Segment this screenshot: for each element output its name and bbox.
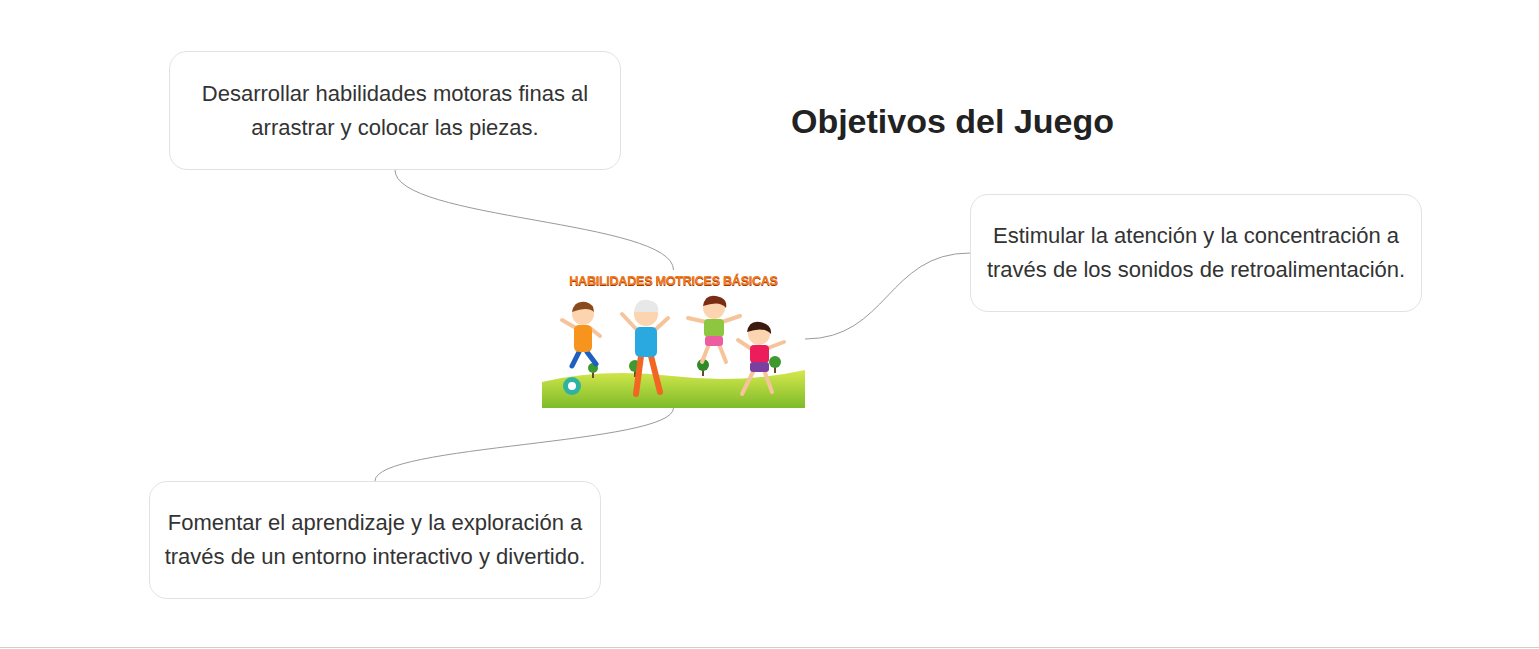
hair — [703, 296, 726, 308]
leg — [764, 370, 772, 392]
hair — [572, 302, 594, 312]
kid-green — [688, 296, 740, 362]
connector-curve — [395, 170, 674, 270]
shirt — [635, 327, 657, 357]
leg — [702, 344, 709, 362]
shorts — [705, 336, 723, 346]
cap — [634, 300, 658, 312]
kid-blue — [622, 300, 668, 394]
leg — [651, 356, 660, 392]
image-node: HABILIDADES MOTRICES BÁSICAS — [542, 270, 805, 408]
objective-text: Estimular la atención y la concentración… — [983, 219, 1409, 287]
hair — [747, 322, 771, 334]
arm — [768, 342, 784, 348]
connector-curve — [375, 408, 674, 481]
leg — [742, 370, 754, 394]
arm — [722, 316, 740, 322]
kid-purple — [738, 322, 784, 394]
kid-orange — [562, 302, 600, 366]
leg — [587, 352, 596, 364]
logo-mark — [568, 382, 576, 390]
connector-curve — [805, 253, 970, 339]
diagram-title: Objetivos del Juego — [700, 99, 1205, 143]
objective-text: Desarrollar habilidades motoras finas al… — [182, 77, 608, 145]
leg — [719, 344, 726, 362]
image-heading: HABILIDADES MOTRICES BÁSICAS — [542, 273, 805, 289]
logo-mark — [563, 377, 581, 395]
arm — [688, 318, 706, 322]
objective-box: Estimular la atención y la concentración… — [970, 194, 1422, 312]
shirt — [704, 319, 724, 337]
leg — [572, 352, 579, 366]
kids-illustration — [542, 270, 805, 408]
shirt — [574, 325, 592, 352]
objective-box: Desarrollar habilidades motoras finas al… — [169, 51, 621, 170]
objective-box: Fomentar el aprendizaje y la exploración… — [149, 481, 601, 599]
shirt — [750, 345, 769, 363]
leg — [636, 356, 641, 394]
arm — [562, 320, 576, 328]
shorts — [750, 362, 769, 372]
arm — [738, 340, 750, 348]
tree-crown — [769, 356, 781, 368]
sky — [542, 270, 805, 408]
objective-text: Fomentar el aprendizaje y la exploración… — [162, 506, 588, 574]
meadow — [542, 370, 805, 408]
arm — [655, 318, 668, 330]
page-rule — [0, 647, 1539, 648]
